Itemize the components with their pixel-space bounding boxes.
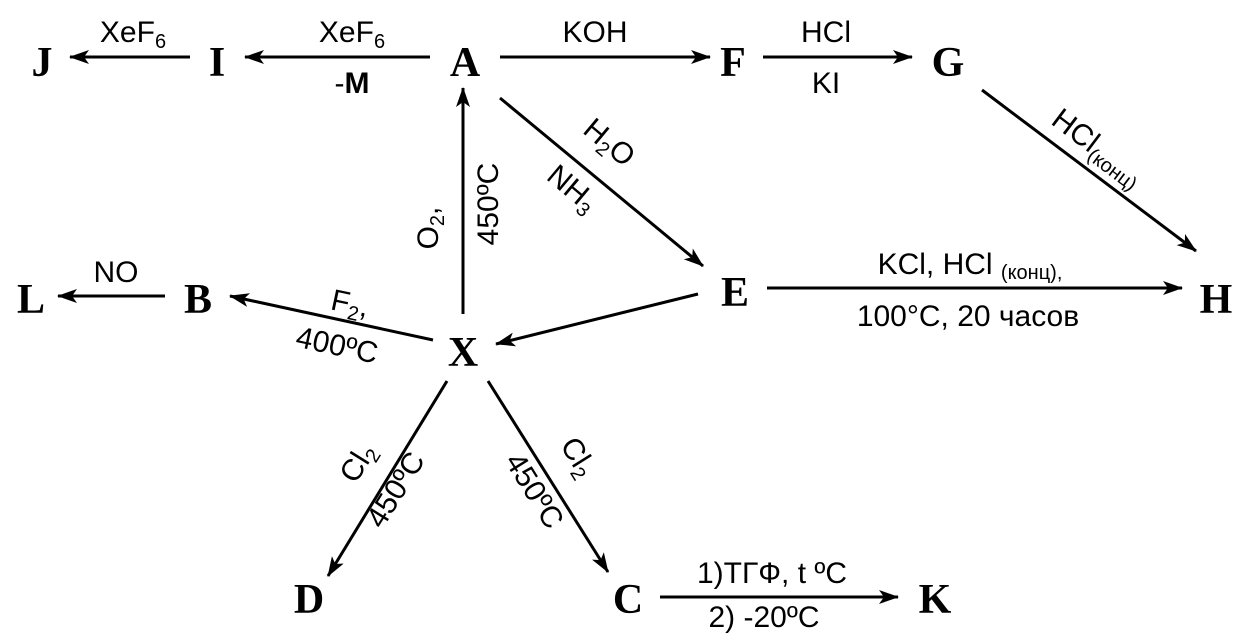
arrow-a-to-e: [499, 96, 704, 268]
arrow-g-to-h: [981, 88, 1197, 253]
label-a-to-e-2: NH3: [538, 159, 604, 222]
label-i-to-j: XeF6: [100, 16, 166, 53]
compound-F: F: [720, 40, 746, 86]
compound-H: H: [1200, 277, 1233, 323]
arrow-e-to-x: [495, 292, 699, 347]
label-x-to-b-1: F2,: [327, 284, 372, 328]
compound-D: D: [294, 577, 324, 623]
label-f-to-g-top: HCl: [801, 16, 851, 49]
compound-B: B: [184, 277, 212, 323]
compound-J: J: [32, 40, 53, 86]
compound-E: E: [721, 270, 749, 316]
compound-A: A: [450, 40, 481, 86]
label-c-to-k-top: 1)ТГФ, t ºC: [697, 557, 847, 590]
compound-I: I: [209, 40, 225, 86]
label-e-to-h-top: KCl, HCl (конц),: [878, 248, 1063, 284]
label-x-to-d-1: Cl2: [333, 437, 385, 490]
compound-C: C: [613, 577, 643, 623]
label-f-to-g-bottom: KI: [812, 67, 840, 100]
compound-G: G: [932, 40, 965, 86]
label-c-to-k-bottom: 2) -20ºC: [709, 601, 820, 634]
label-x-to-c-2: 450ºC: [498, 447, 570, 535]
label-b-to-l: NO: [94, 256, 139, 289]
compound-K: K: [919, 577, 952, 623]
label-x-to-b-2: 400ºC: [293, 321, 381, 370]
compound-L: L: [17, 277, 45, 323]
label-e-to-h-bottom: 100°C, 20 часов: [857, 300, 1079, 333]
label-a-to-f: KOH: [562, 16, 627, 49]
arrow-x-to-b: [229, 293, 434, 342]
label-x-to-a-2: 450ºC: [472, 163, 505, 246]
arrow-x-to-c: [486, 380, 610, 573]
label-a-to-i-top: XeF6: [319, 16, 385, 53]
label-x-to-c-1: Cl2: [550, 431, 602, 484]
label-a-to-i-bottom: -M: [335, 67, 370, 100]
compound-X: X: [448, 330, 478, 376]
arrow-x-to-d: [326, 380, 449, 577]
label-x-to-a-1: O2,: [412, 207, 449, 250]
